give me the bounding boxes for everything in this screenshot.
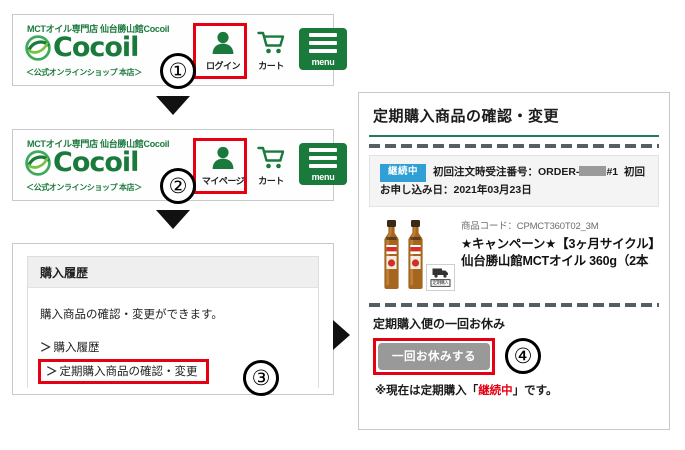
link-subscription-change[interactable]: ＞定期購入商品の確認・変更 xyxy=(44,362,200,380)
menu-button[interactable]: menu xyxy=(299,28,347,70)
menu-bar-1 xyxy=(309,33,337,37)
menu-label: menu xyxy=(311,172,335,182)
note-prefix: ※現在は定期購入「 xyxy=(375,384,479,397)
login-icon-button[interactable]: ログイン xyxy=(199,28,247,72)
header-icon-group: ログイン カート menu xyxy=(199,28,347,72)
cart-icon-button[interactable]: カート xyxy=(247,28,295,72)
cart-icon xyxy=(247,28,295,58)
product-name[interactable]: ★キャンペーン★【3ヶ月サイクル】仙台勝山館MCTオイル 360g（2本 xyxy=(461,236,655,269)
menu-bar-2 xyxy=(309,41,337,45)
menu-label: menu xyxy=(311,57,335,67)
chevron-right-icon: ＞ xyxy=(40,342,52,354)
menu-bar-3 xyxy=(309,49,337,53)
header-mock-login: MCTオイル専門店 仙台勝山館Cocoil Cocoil ＜公式オンラインショッ… xyxy=(12,14,347,89)
purchase-history-panel: 購入履歴 購入商品の確認・変更ができます。 ＞購入履歴 ＞定期購入商品の確認・変… xyxy=(12,243,334,396)
product-code: 商品コード：CPMCT360T02_3M xyxy=(461,220,599,232)
step-badge-3: ③ xyxy=(243,360,279,396)
swoosh-logo-icon xyxy=(25,149,51,176)
brand-logo[interactable]: Cocoil xyxy=(25,147,139,178)
link-row-history[interactable]: ＞購入履歴 xyxy=(38,338,306,356)
link-row-subscription[interactable]: ＞定期購入商品の確認・変更 xyxy=(38,359,209,384)
link-subscription-change-label: 定期購入商品の確認・変更 xyxy=(59,366,198,378)
redacted-block xyxy=(579,166,607,176)
header-inner: MCTオイル専門店 仙台勝山館Cocoil Cocoil ＜公式オンラインショッ… xyxy=(13,15,347,89)
swoosh-logo-icon xyxy=(25,34,51,61)
header-inner-2: MCTオイル専門店 仙台勝山館Cocoil Cocoil ＜公式オンラインショッ… xyxy=(13,130,347,204)
link-purchase-history[interactable]: ＞購入履歴 xyxy=(38,338,102,356)
status-badge: 継続中 xyxy=(380,164,427,182)
skip-once-button[interactable]: 一回お休みする xyxy=(378,342,490,370)
menu-bar-3 xyxy=(309,164,337,168)
step-badge-4: ④ xyxy=(505,338,541,375)
brand-name: Cocoil xyxy=(53,147,139,178)
menu-bar-2 xyxy=(309,156,337,160)
step-badge-2: ② xyxy=(160,168,196,204)
mypage-icon-button[interactable]: マイページ xyxy=(199,143,247,187)
brand-subtitle: ＜公式オンラインショップ 本店＞ xyxy=(26,68,142,77)
person-icon xyxy=(199,28,247,58)
brand-subtitle: ＜公式オンラインショップ 本店＞ xyxy=(26,183,142,192)
cart-icon xyxy=(247,143,295,173)
brand-tagline: MCTオイル専門店 仙台勝山館Cocoil xyxy=(27,24,170,34)
brand-tagline: MCTオイル専門店 仙台勝山館Cocoil xyxy=(27,139,170,149)
subscription-detail-panel: 定期購入商品の確認・変更 継続中初回注文時受注番号：ORDER-#1 初回お申し… xyxy=(358,92,670,430)
first-order-date: 初回お申し込み日：2021年03月23日 xyxy=(380,166,645,196)
dashed-separator-bottom xyxy=(369,302,659,307)
login-label: ログイン xyxy=(205,61,241,71)
highlight-box-rest-button: 一回お休みする xyxy=(373,337,495,375)
header-icon-group-2: マイページ カート menu xyxy=(199,143,347,187)
brand-logo[interactable]: Cocoil xyxy=(25,32,139,63)
order-number-prefix: 初回注文時受注番号：ORDER- xyxy=(433,166,580,178)
arrow-down-icon-2 xyxy=(156,210,190,229)
chevron-right-icon: ＞ xyxy=(46,366,58,378)
link-purchase-history-label: 購入履歴 xyxy=(53,342,100,354)
order-number-line: 継続中初回注文時受注番号：ORDER- #1 初回お申し込み日：2021年03月2… xyxy=(380,164,648,198)
purchase-history-description: 購入商品の確認・変更ができます。 xyxy=(40,309,223,321)
order-number-suffix: #1 xyxy=(606,166,619,178)
oil-bottles-image: 定期購入 xyxy=(375,218,455,294)
subscription-status-note: ※現在は定期購入「継続中」です。 xyxy=(373,382,655,398)
product-row[interactable]: 定期購入 商品コード：CPMCT360T02_3M ★キャンペーン★【3ヶ月サイ… xyxy=(369,213,659,296)
cart-label: カート xyxy=(258,176,284,186)
brand-name: Cocoil xyxy=(53,32,139,63)
purchase-history-links: ＞購入履歴 ＞定期購入商品の確認・変更 xyxy=(28,322,318,386)
step-badge-1: ① xyxy=(160,53,196,89)
person-icon xyxy=(199,143,247,173)
cart-label: カート xyxy=(258,61,284,71)
mypage-label: マイページ xyxy=(201,176,245,186)
order-info-block: 継続中初回注文時受注番号：ORDER- #1 初回お申し込み日：2021年03月2… xyxy=(369,155,659,207)
header-mock-mypage: MCTオイル専門店 仙台勝山館Cocoil Cocoil ＜公式オンラインショッ… xyxy=(12,129,347,204)
page-title: 定期購入商品の確認・変更 xyxy=(369,102,659,137)
arrow-right-icon-1 xyxy=(333,320,350,350)
delivery-truck-icon: 定期購入 xyxy=(426,263,455,291)
arrow-down-icon-1 xyxy=(156,96,190,115)
menu-bar-1 xyxy=(309,148,337,152)
cart-icon-button[interactable]: カート xyxy=(247,143,295,187)
truck-badge-label: 定期購入 xyxy=(430,279,451,288)
menu-button[interactable]: menu xyxy=(299,143,347,185)
rest-section-title: 定期購入便の一回お休み xyxy=(373,316,506,331)
dashed-separator-top xyxy=(369,144,659,148)
subscription-inner: 定期購入商品の確認・変更 継続中初回注文時受注番号：ORDER-#1 初回お申し… xyxy=(369,102,659,420)
product-meta: 商品コード：CPMCT360T02_3M ★キャンペーン★【3ヶ月サイクル】仙台… xyxy=(451,218,655,294)
rest-button-row: 一回お休みする ④ xyxy=(373,337,655,375)
purchase-history-heading: 購入履歴 xyxy=(28,257,318,288)
rest-section: 定期購入便の一回お休み 一回お休みする ④ ※現在は定期購入「継続中」です。 xyxy=(369,315,659,398)
note-highlight: 継続中 xyxy=(478,384,513,397)
note-suffix: 」です。 xyxy=(512,384,558,397)
